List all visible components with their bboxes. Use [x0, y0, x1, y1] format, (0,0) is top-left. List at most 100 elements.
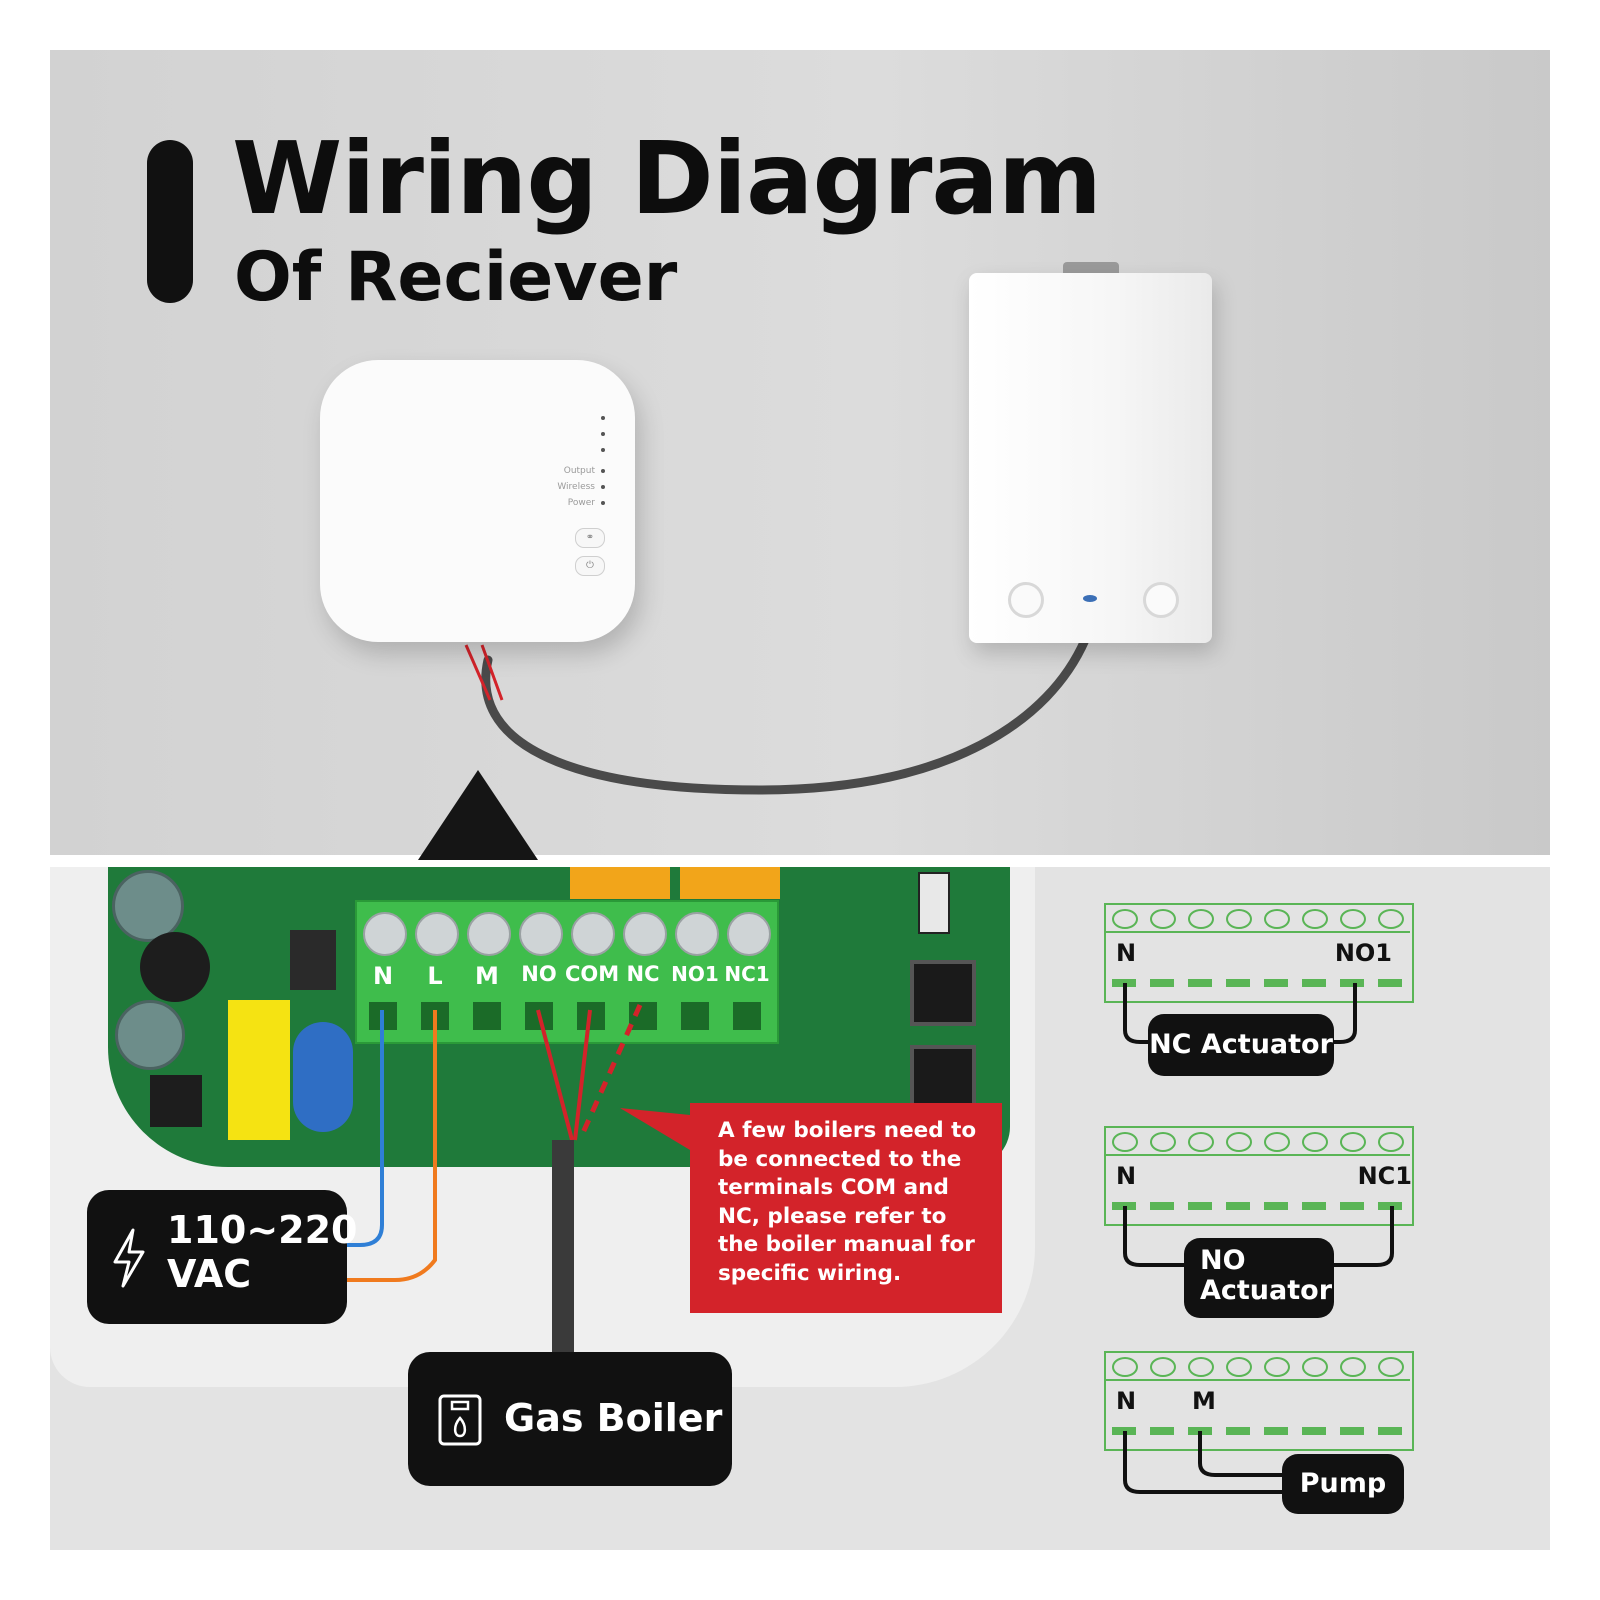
terminal-label-nc1: NC1 [724, 962, 770, 986]
boiler-cable [464, 635, 1090, 795]
screw [519, 912, 563, 956]
mini-screw [1264, 1357, 1290, 1377]
mini-dash [1340, 1202, 1364, 1210]
no-actuator-line1: NO [1200, 1245, 1246, 1276]
terminal-slot [473, 1002, 501, 1030]
mini-dash [1340, 979, 1364, 987]
link-button[interactable]: ⚭ [575, 528, 605, 548]
screw [623, 912, 667, 956]
mini-dash [1302, 979, 1326, 987]
varistor [293, 1022, 353, 1132]
mini-label-left: N [1116, 1387, 1137, 1415]
led-row [595, 448, 605, 452]
inductor [140, 932, 210, 1002]
led-output: Output [564, 466, 605, 476]
mini-dash [1188, 979, 1212, 987]
mini-label-right: NO1 [1334, 939, 1392, 967]
title-accent-bar [147, 140, 193, 303]
tact-switch [910, 960, 976, 1026]
mini-label-left: N [1116, 1162, 1137, 1190]
mini-dash [1264, 1427, 1288, 1435]
mini-dash [1264, 979, 1288, 987]
mini-label-left: N [1116, 939, 1137, 967]
boiler-icon [438, 1394, 482, 1446]
gas-boiler-badge: Gas Boiler [408, 1352, 732, 1486]
mini-dash [1264, 1202, 1288, 1210]
led-wireless: Wireless [557, 482, 605, 492]
mini-dash [1302, 1202, 1326, 1210]
mini-screw [1112, 1132, 1138, 1152]
led-indicator [601, 448, 605, 452]
no-actuator-badge: NO Actuator [1184, 1238, 1334, 1318]
chip [150, 1075, 202, 1127]
screw [415, 912, 459, 956]
screw [727, 912, 771, 956]
voltage-unit: VAC [167, 1252, 252, 1296]
terminal-block: N L M NO COM NC NO1 NC1 [355, 900, 779, 1044]
mini-screw [1340, 1357, 1366, 1377]
mini-dash [1340, 1427, 1364, 1435]
mini-dash [1226, 1202, 1250, 1210]
terminal-slot [733, 1002, 761, 1030]
led-row [595, 416, 605, 420]
mini-dash [1150, 1202, 1174, 1210]
mini-terminal-block [1104, 1351, 1414, 1451]
mini-screw [1226, 1357, 1252, 1377]
mini-screw [1378, 1132, 1404, 1152]
led-row [595, 432, 605, 436]
capacitor-yellow [228, 1000, 290, 1140]
top-panel [50, 50, 1550, 855]
mini-screw [1340, 1132, 1366, 1152]
mini-dash [1226, 1427, 1250, 1435]
pump-badge: Pump [1282, 1454, 1404, 1514]
power-button[interactable]: ⏻ [575, 556, 605, 576]
mini-screw [1188, 909, 1214, 929]
boiler-flue [1063, 262, 1119, 274]
terminal-label-no: NO [521, 962, 557, 986]
mini-screw [1226, 1132, 1252, 1152]
led-indicator [601, 501, 605, 505]
capacitor [115, 1000, 185, 1070]
mini-terminal-block [1104, 903, 1414, 1003]
no-actuator-line2: Actuator [1200, 1275, 1333, 1306]
capacitor [112, 870, 184, 942]
voltage-badge: 110~220 VAC [87, 1190, 357, 1324]
led-indicator [601, 416, 605, 420]
screw [675, 912, 719, 956]
relay [570, 867, 670, 899]
mini-screw [1188, 1357, 1214, 1377]
transformer [290, 930, 336, 990]
led-indicator [601, 432, 605, 436]
lightning-icon [113, 1228, 145, 1288]
mini-dash [1226, 979, 1250, 987]
page-title: Wiring Diagram [232, 120, 1102, 237]
led-power: Power [568, 498, 605, 508]
dip-switch [918, 872, 950, 934]
mini-terminal-block [1104, 1126, 1414, 1226]
mini-screw [1302, 1132, 1328, 1152]
page-subtitle: Of Reciever [234, 238, 678, 317]
mini-divider [1104, 1154, 1410, 1156]
mini-dash [1302, 1427, 1326, 1435]
mini-screw [1112, 1357, 1138, 1377]
mini-screw [1378, 909, 1404, 929]
mini-screw [1150, 1357, 1176, 1377]
nc-actuator-badge: NC Actuator [1148, 1014, 1334, 1076]
terminal-label-m: M [475, 962, 499, 990]
mini-label-right: NC1 [1357, 1162, 1412, 1190]
relay [680, 867, 780, 899]
mini-screw [1226, 909, 1252, 929]
mini-screw [1264, 1132, 1290, 1152]
led-indicator [601, 485, 605, 489]
gas-boiler-unit [969, 273, 1212, 643]
gas-boiler-label: Gas Boiler [504, 1396, 723, 1440]
mini-screw [1150, 909, 1176, 929]
led-indicator [601, 469, 605, 473]
mini-divider [1104, 1379, 1410, 1381]
mini-dash [1150, 1427, 1174, 1435]
boiler-indicator-light [1083, 595, 1097, 602]
mini-dash [1378, 979, 1402, 987]
mini-screw [1340, 909, 1366, 929]
